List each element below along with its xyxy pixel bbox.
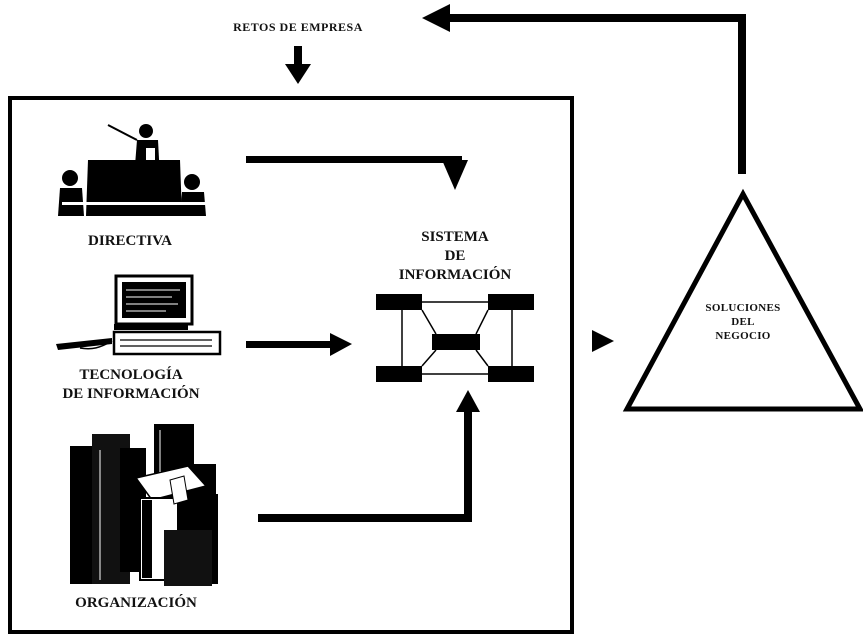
computer-icon [56,274,222,356]
directiva-label: DIRECTIVA [88,233,172,249]
network-icon [376,294,534,382]
solutions-label: SOLUCIONES DEL NEGOCIO [680,302,806,343]
arrow-system-to-solutions [592,330,614,352]
meeting-icon [58,124,206,216]
solutions-triangle [622,188,863,412]
solutions-label-line1: SOLUCIONES [705,302,781,314]
system-label-line1: SISTEMA [421,229,489,245]
arrow-feedback-loop [422,4,746,174]
arrow-directiva-to-system [246,156,468,190]
arrow-organizacion-to-system [258,390,480,522]
system-label: SISTEMA DE INFORMACIÓN [380,228,530,284]
arrow-tecnologia-to-system [246,333,352,356]
system-label-line2: DE [444,247,466,264]
tecnologia-label-line1: TECNOLOGÍA [79,367,183,383]
solutions-label-line3: NEGOCIO [715,329,771,342]
retos-label: RETOS DE EMPRESA [233,20,363,34]
arrow-down-retos [285,46,311,84]
solutions-label-line2: DEL [731,315,755,328]
buildings-icon [70,424,218,586]
organizacion-label: ORGANIZACIÓN [75,595,197,611]
tecnologia-label-line2: DE INFORMACIÓN [62,385,200,402]
system-label-line3: INFORMACIÓN [398,266,512,283]
tecnologia-label: TECNOLOGÍA DE INFORMACIÓN [36,366,226,404]
main-frame [8,96,574,634]
